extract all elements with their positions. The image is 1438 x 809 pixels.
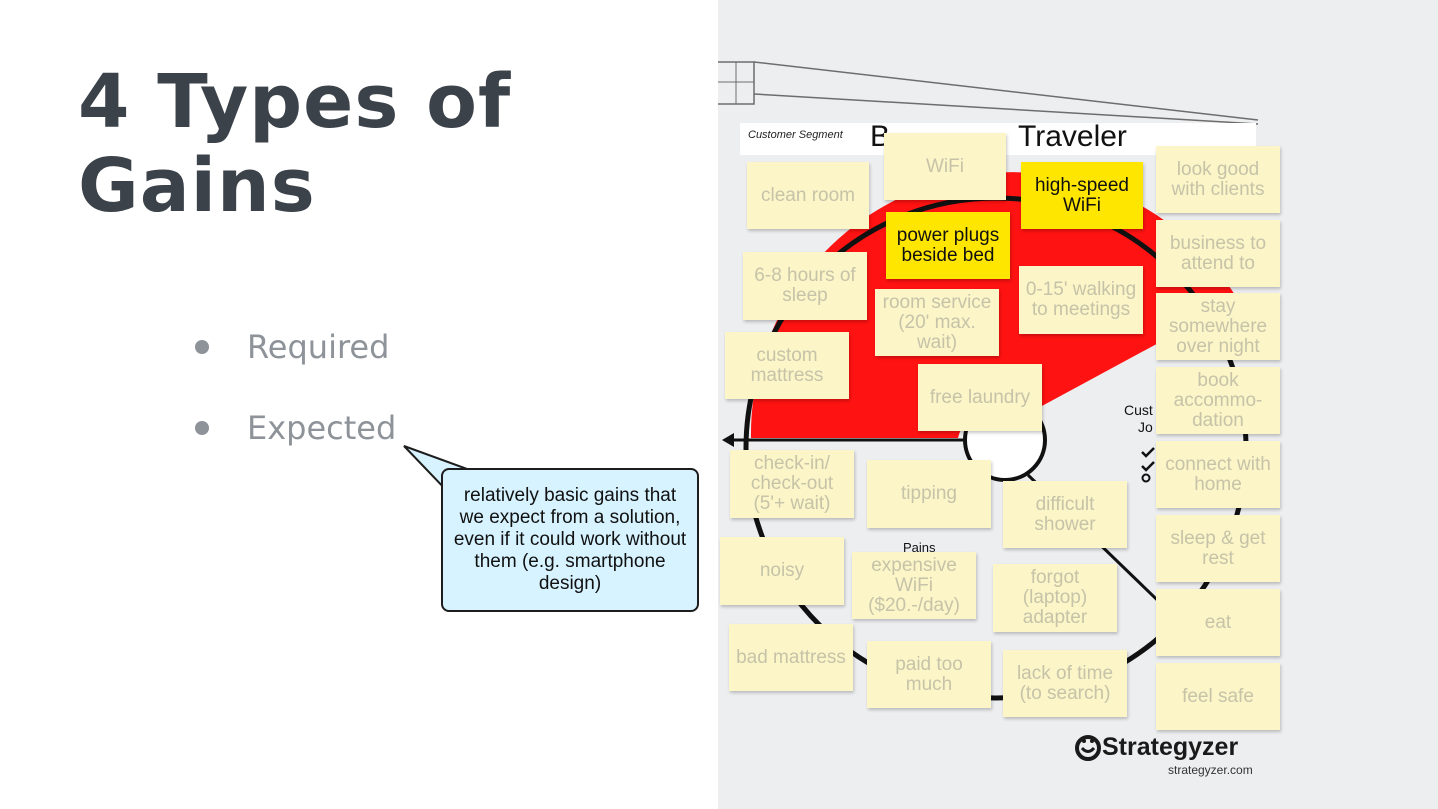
slide-left-pane: 4 Types of Gains Required Expected [0,0,718,809]
sticky-note[interactable]: custom mattress [725,332,849,399]
brand-url: strategyzer.com [1168,763,1253,777]
sticky-note[interactable]: WiFi [884,133,1006,200]
canvas-panel: Customer Segment B Traveler Cust Jo Pain… [718,0,1438,809]
bullet-dot [195,421,209,435]
sticky-note[interactable]: eat [1156,589,1280,656]
sticky-note[interactable]: clean room [747,162,869,229]
check-icon [1141,447,1155,458]
bullet-list: Required Expected [195,325,396,487]
slide-title: 4 Types of Gains [78,60,511,228]
sticky-note[interactable]: feel safe [1156,663,1280,730]
bullet-label: Required [247,328,390,366]
sticky-note[interactable]: check-in/ check-out (5'+ wait) [730,450,854,518]
sticky-note[interactable]: 6-8 hours of sleep [743,252,867,320]
sticky-note[interactable]: stay somewhere over night [1156,293,1280,360]
sticky-note[interactable]: expensive WiFi ($20.-/day) [852,552,976,619]
bullet-item-required: Required [195,325,396,406]
bullet-label: Expected [247,409,397,447]
sticky-note[interactable]: 0-15' walking to meetings [1019,266,1143,334]
strategyzer-logo: Strategyzer [1074,733,1238,762]
sticky-note-highlighted[interactable]: high-speed WiFi [1021,162,1143,229]
segment-label: Customer Segment [748,129,843,141]
sticky-note[interactable]: free laundry [918,364,1042,431]
callout-bubble: relatively basic gains that we expect fr… [441,468,699,612]
segment-title-end: Traveler [1018,120,1127,153]
bullet-dot [195,340,209,354]
brand-name: Strategyzer [1102,733,1239,761]
sticky-note[interactable]: bad mattress [729,624,853,691]
sticky-note[interactable]: connect with home [1156,441,1280,508]
slide-title-line-1: 4 Types of [78,59,512,145]
bullet-item-expected: Expected [195,406,396,487]
sticky-note[interactable]: difficult shower [1003,481,1127,548]
sticky-note-highlighted[interactable]: power plugs beside bed [886,212,1010,279]
sticky-note[interactable]: look good with clients [1156,146,1280,213]
sticky-note[interactable]: business to attend to [1156,220,1280,287]
sticky-note[interactable]: sleep & get rest [1156,515,1280,582]
sticky-note[interactable]: noisy [720,537,844,605]
sticky-note[interactable]: paid too much [867,641,991,708]
sticky-note[interactable]: room service (20' max. wait) [875,289,999,356]
customer-jobs-label-2: Jo [1138,419,1153,435]
circle-icon [1141,473,1151,483]
customer-jobs-label: Cust [1124,402,1153,418]
slide-title-line-2: Gains [78,143,316,229]
sticky-note[interactable]: forgot (laptop) adapter [993,564,1117,632]
pains-label: Pains [903,540,936,555]
strategyzer-logo-icon [1075,734,1101,761]
check-icon [1141,461,1155,472]
sticky-note[interactable]: tipping [867,460,991,528]
sticky-note[interactable]: book accommo-dation [1156,367,1280,434]
sticky-note[interactable]: lack of time (to search) [1003,650,1127,717]
